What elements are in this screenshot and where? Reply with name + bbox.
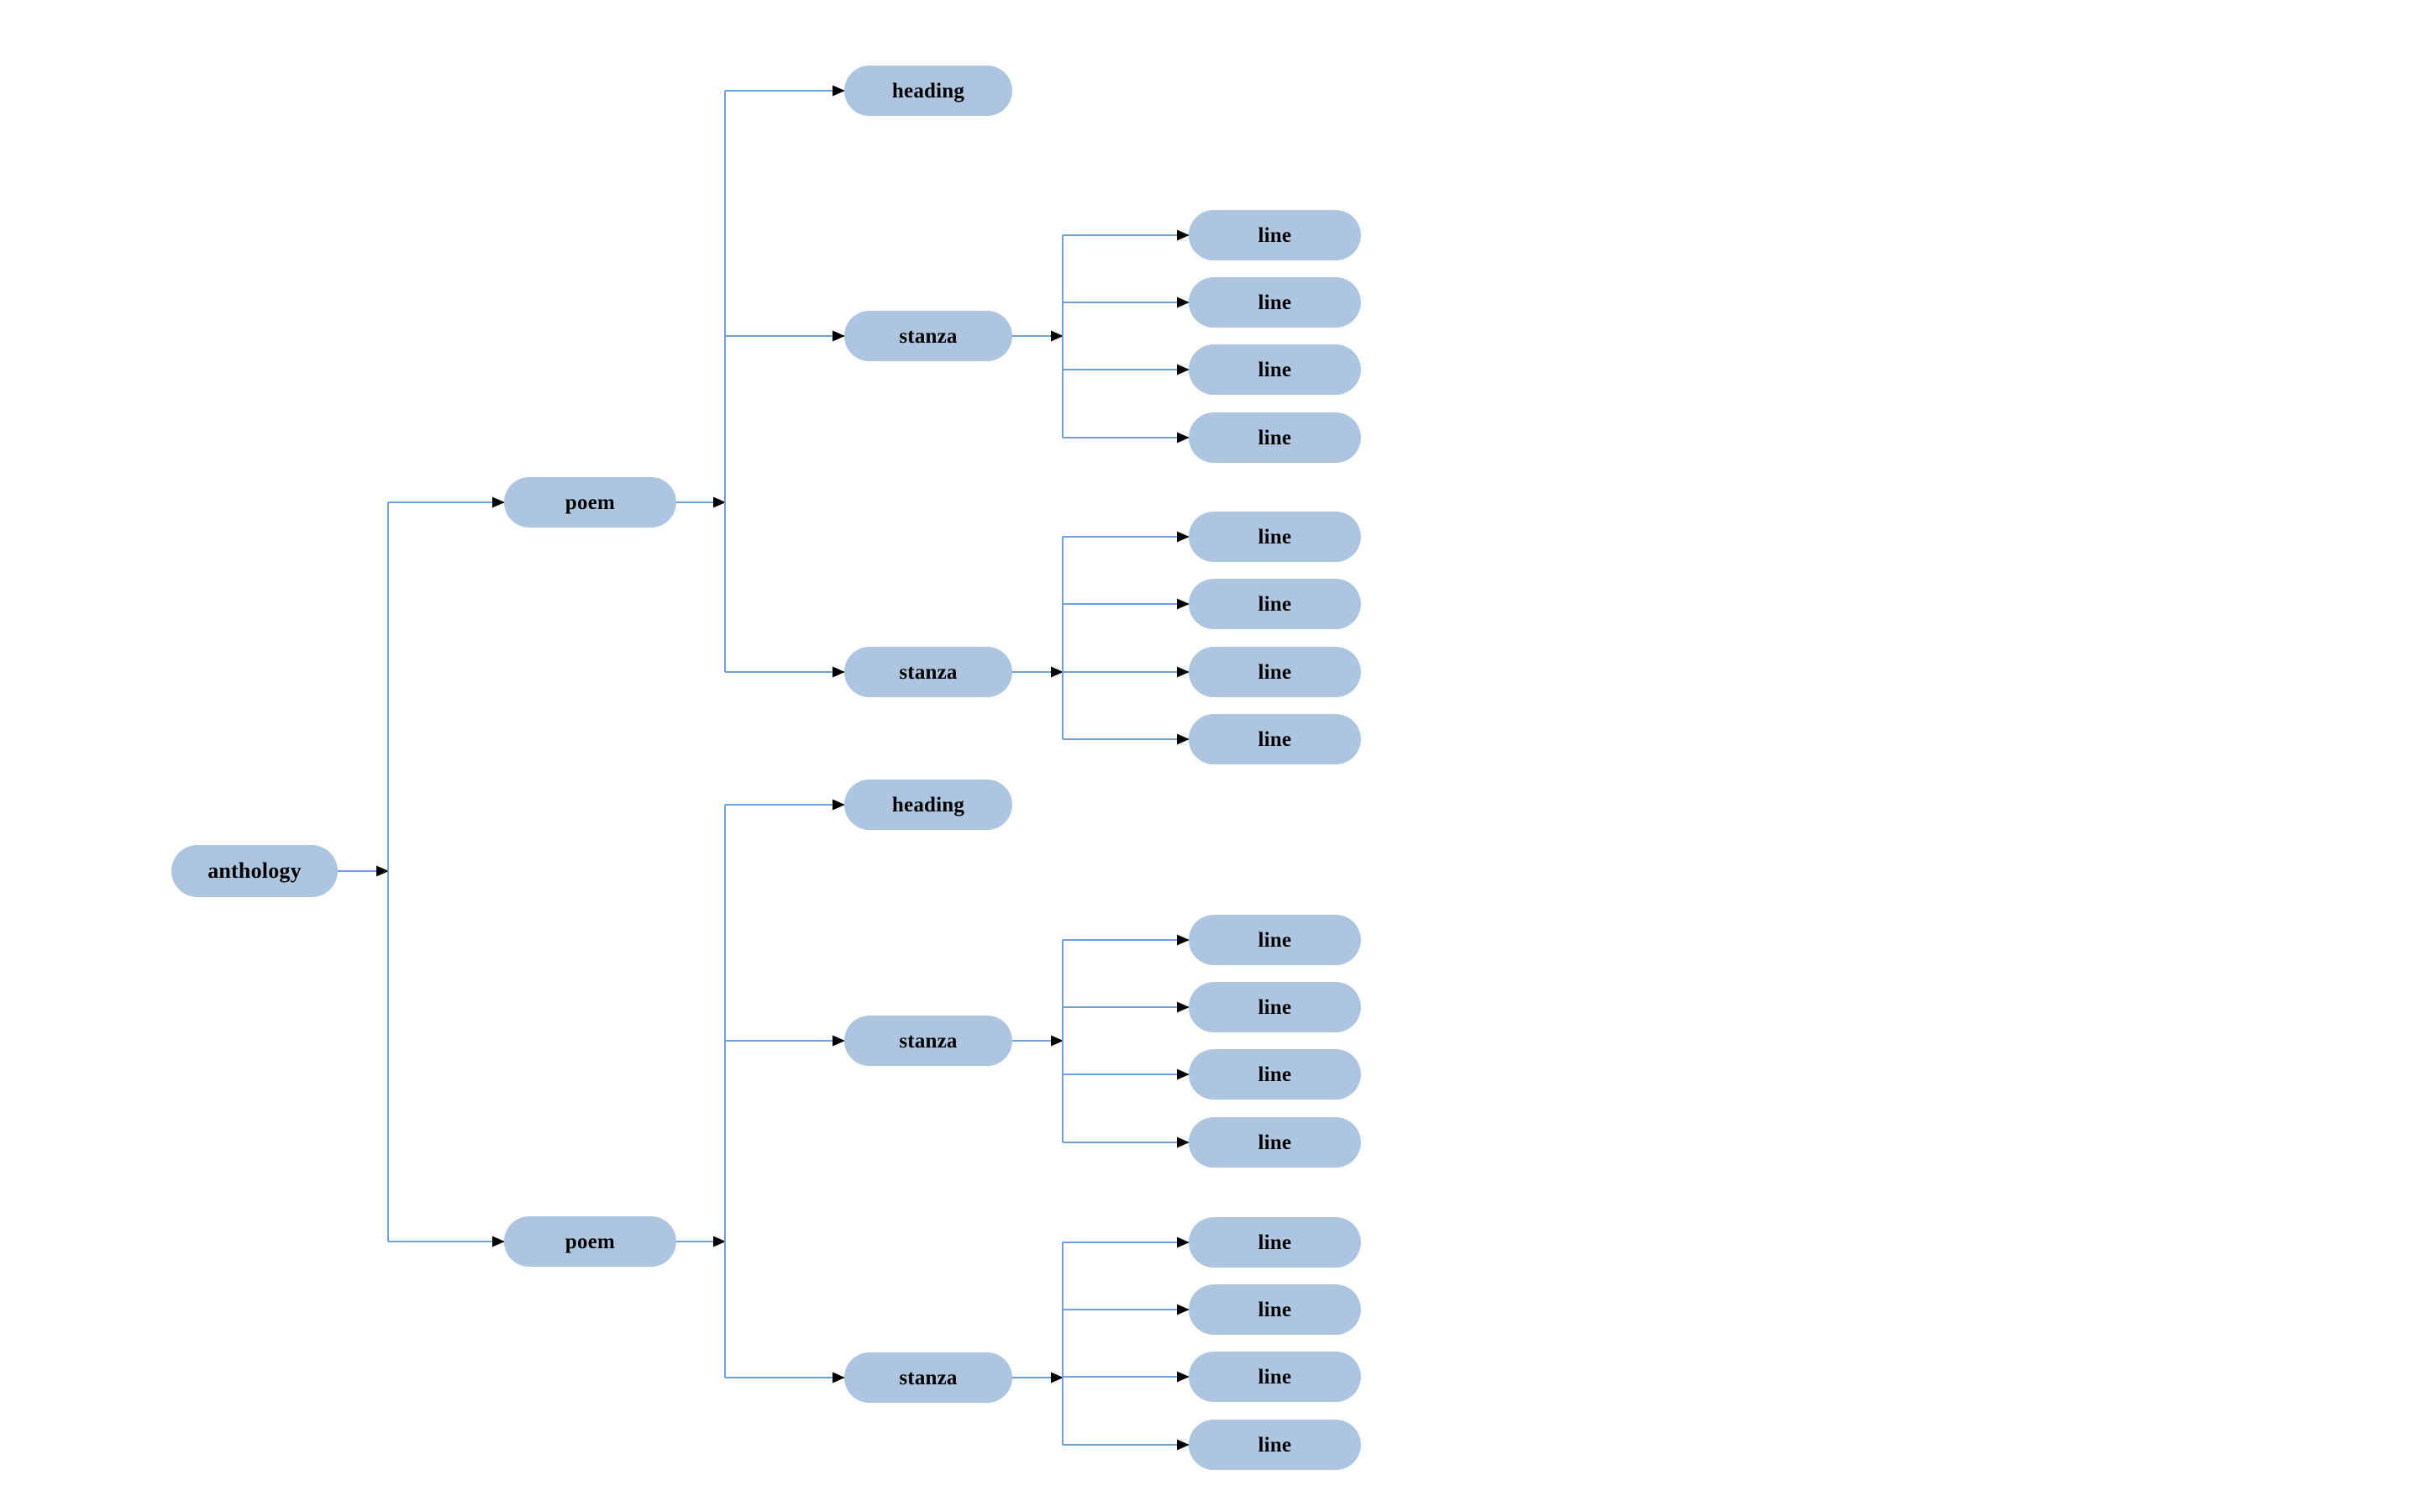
node-label: line <box>1258 223 1292 247</box>
node-label: line <box>1258 592 1292 616</box>
node-label: stanza <box>899 1366 958 1389</box>
node-label: heading <box>891 793 965 816</box>
node-stanza-4[interactable]: stanza <box>844 1352 1012 1403</box>
node-label: line <box>1258 1063 1292 1086</box>
node-line[interactable]: line <box>1189 210 1361 260</box>
node-label: line <box>1258 426 1292 449</box>
node-label: line <box>1258 525 1292 549</box>
node-line[interactable]: line <box>1189 1284 1361 1335</box>
node-label: line <box>1258 1131 1292 1154</box>
node-label: line <box>1258 660 1292 684</box>
node-label: heading <box>891 79 965 102</box>
node-line[interactable]: line <box>1189 344 1361 395</box>
node-line[interactable]: line <box>1189 982 1361 1032</box>
node-line[interactable]: line <box>1189 579 1361 629</box>
node-anthology[interactable]: anthology <box>171 845 338 897</box>
edges-group <box>338 85 1190 1451</box>
node-label: line <box>1258 1298 1292 1321</box>
node-label: stanza <box>899 1029 958 1053</box>
node-line[interactable]: line <box>1189 277 1361 328</box>
node-line[interactable]: line <box>1189 1049 1361 1100</box>
node-line[interactable]: line <box>1189 1352 1361 1402</box>
node-label: poem <box>565 491 616 514</box>
node-poem-1[interactable]: poem <box>504 477 676 528</box>
node-stanza-1[interactable]: stanza <box>844 311 1012 361</box>
node-line[interactable]: line <box>1189 714 1361 764</box>
node-label: stanza <box>899 324 958 348</box>
node-label: line <box>1258 995 1292 1019</box>
node-label: poem <box>565 1230 616 1253</box>
node-label: line <box>1258 291 1292 314</box>
node-label: line <box>1258 928 1292 952</box>
node-line[interactable]: line <box>1189 1217 1361 1268</box>
node-line[interactable]: line <box>1189 512 1361 562</box>
node-label: line <box>1258 1231 1292 1254</box>
node-label: line <box>1258 1365 1292 1389</box>
node-heading-1[interactable]: heading <box>844 66 1012 116</box>
node-label: line <box>1258 358 1292 381</box>
node-stanza-3[interactable]: stanza <box>844 1016 1012 1066</box>
node-line[interactable]: line <box>1189 915 1361 965</box>
node-stanza-2[interactable]: stanza <box>844 647 1012 697</box>
node-line[interactable]: line <box>1189 1420 1361 1470</box>
node-label: line <box>1258 1433 1292 1457</box>
node-line[interactable]: line <box>1189 1117 1361 1168</box>
node-label: line <box>1258 727 1292 751</box>
node-label: anthology <box>207 858 302 883</box>
node-poem-2[interactable]: poem <box>504 1216 676 1267</box>
node-heading-2[interactable]: heading <box>844 780 1012 830</box>
node-label: stanza <box>899 660 958 684</box>
node-line[interactable]: line <box>1189 647 1361 697</box>
node-line[interactable]: line <box>1189 412 1361 463</box>
